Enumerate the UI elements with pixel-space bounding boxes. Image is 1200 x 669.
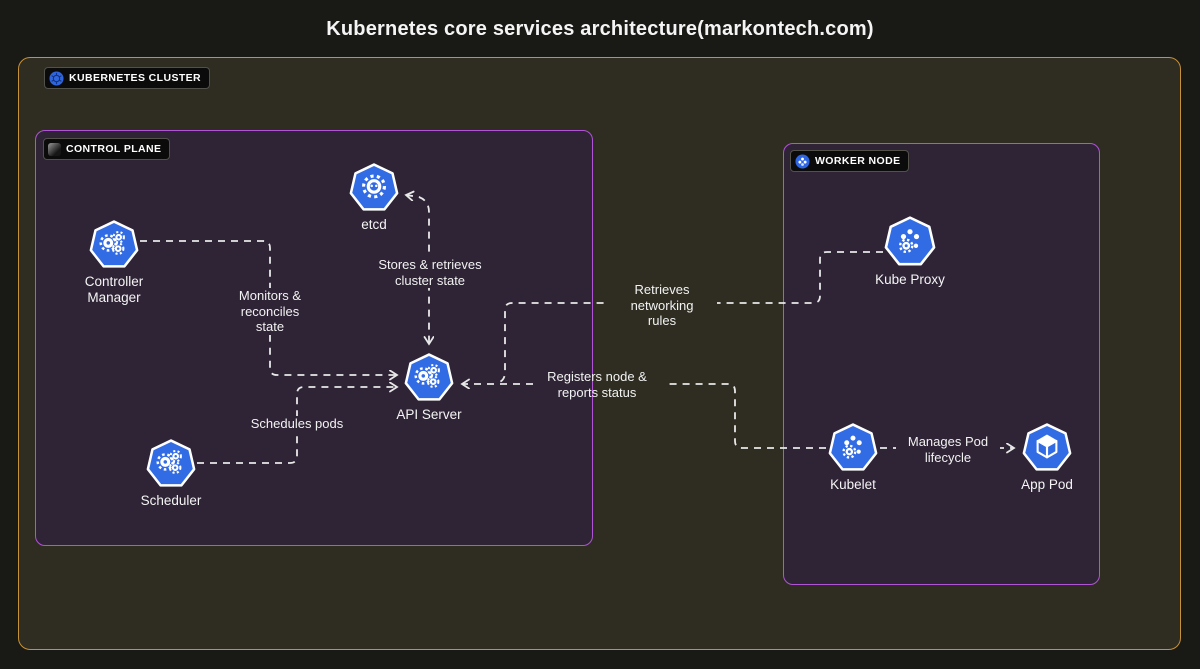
kubelet-icon	[828, 423, 878, 471]
worker-node-badge: WORKER NODE	[790, 150, 910, 172]
edge-label-monitors-reconciles-state: Monitors & reconciles state	[218, 288, 322, 335]
api-server-icon	[404, 353, 454, 401]
node-kubelet: Kubelet	[798, 423, 908, 493]
control-plane-label: CONTROL PLANE	[66, 143, 162, 155]
node-label: App Pod	[1021, 477, 1073, 492]
kubernetes-cluster-label: KUBERNETES CLUSTER	[69, 72, 202, 84]
edge-label-registers-node-reports-status: Registers node & reports status	[547, 369, 647, 400]
worker-node-label: WORKER NODE	[815, 155, 901, 167]
edge-label-schedules-pods: Schedules pods	[235, 416, 359, 432]
node-kube-proxy: Kube Proxy	[855, 216, 965, 288]
controller-manager-icon	[89, 220, 139, 268]
page-title: Kubernetes core services architecture(ma…	[326, 18, 874, 40]
node-label: Scheduler	[140, 493, 202, 508]
worker-node-box	[783, 143, 1100, 585]
edge-label-manages-pod-lifecycle: Manages Pod lifecycle	[896, 434, 1000, 466]
node-controller-manager: Controller Manager	[59, 220, 169, 306]
node-label: etcd	[361, 217, 387, 232]
control-plane-badge: CONTROL PLANE	[43, 138, 171, 160]
kubernetes-cluster-badge: KUBERNETES CLUSTER	[44, 67, 211, 89]
scheduler-icon	[146, 439, 196, 487]
node-app-pod: App Pod	[992, 423, 1102, 493]
node-etcd: etcd	[319, 163, 429, 233]
kubernetes-node-icon	[795, 153, 810, 169]
edge-label-retrieves-networking-rules: Retrieves networking rules	[607, 282, 717, 329]
node-api-server: API Server	[374, 353, 484, 423]
node-label: Kube Proxy	[875, 272, 945, 287]
node-label: Controller Manager	[84, 274, 144, 305]
kubernetes-wheel-icon	[49, 70, 64, 86]
kube-proxy-icon	[884, 216, 936, 266]
node-label: Kubelet	[830, 477, 876, 492]
node-scheduler: Scheduler	[116, 439, 226, 509]
etcd-icon	[349, 163, 399, 211]
control-plane-chip-icon	[48, 142, 61, 156]
node-label: API Server	[396, 407, 462, 422]
app-pod-icon	[1022, 423, 1072, 471]
edge-label-stores-retrieves-cluster-state: Stores & retrieves cluster state	[363, 257, 497, 289]
